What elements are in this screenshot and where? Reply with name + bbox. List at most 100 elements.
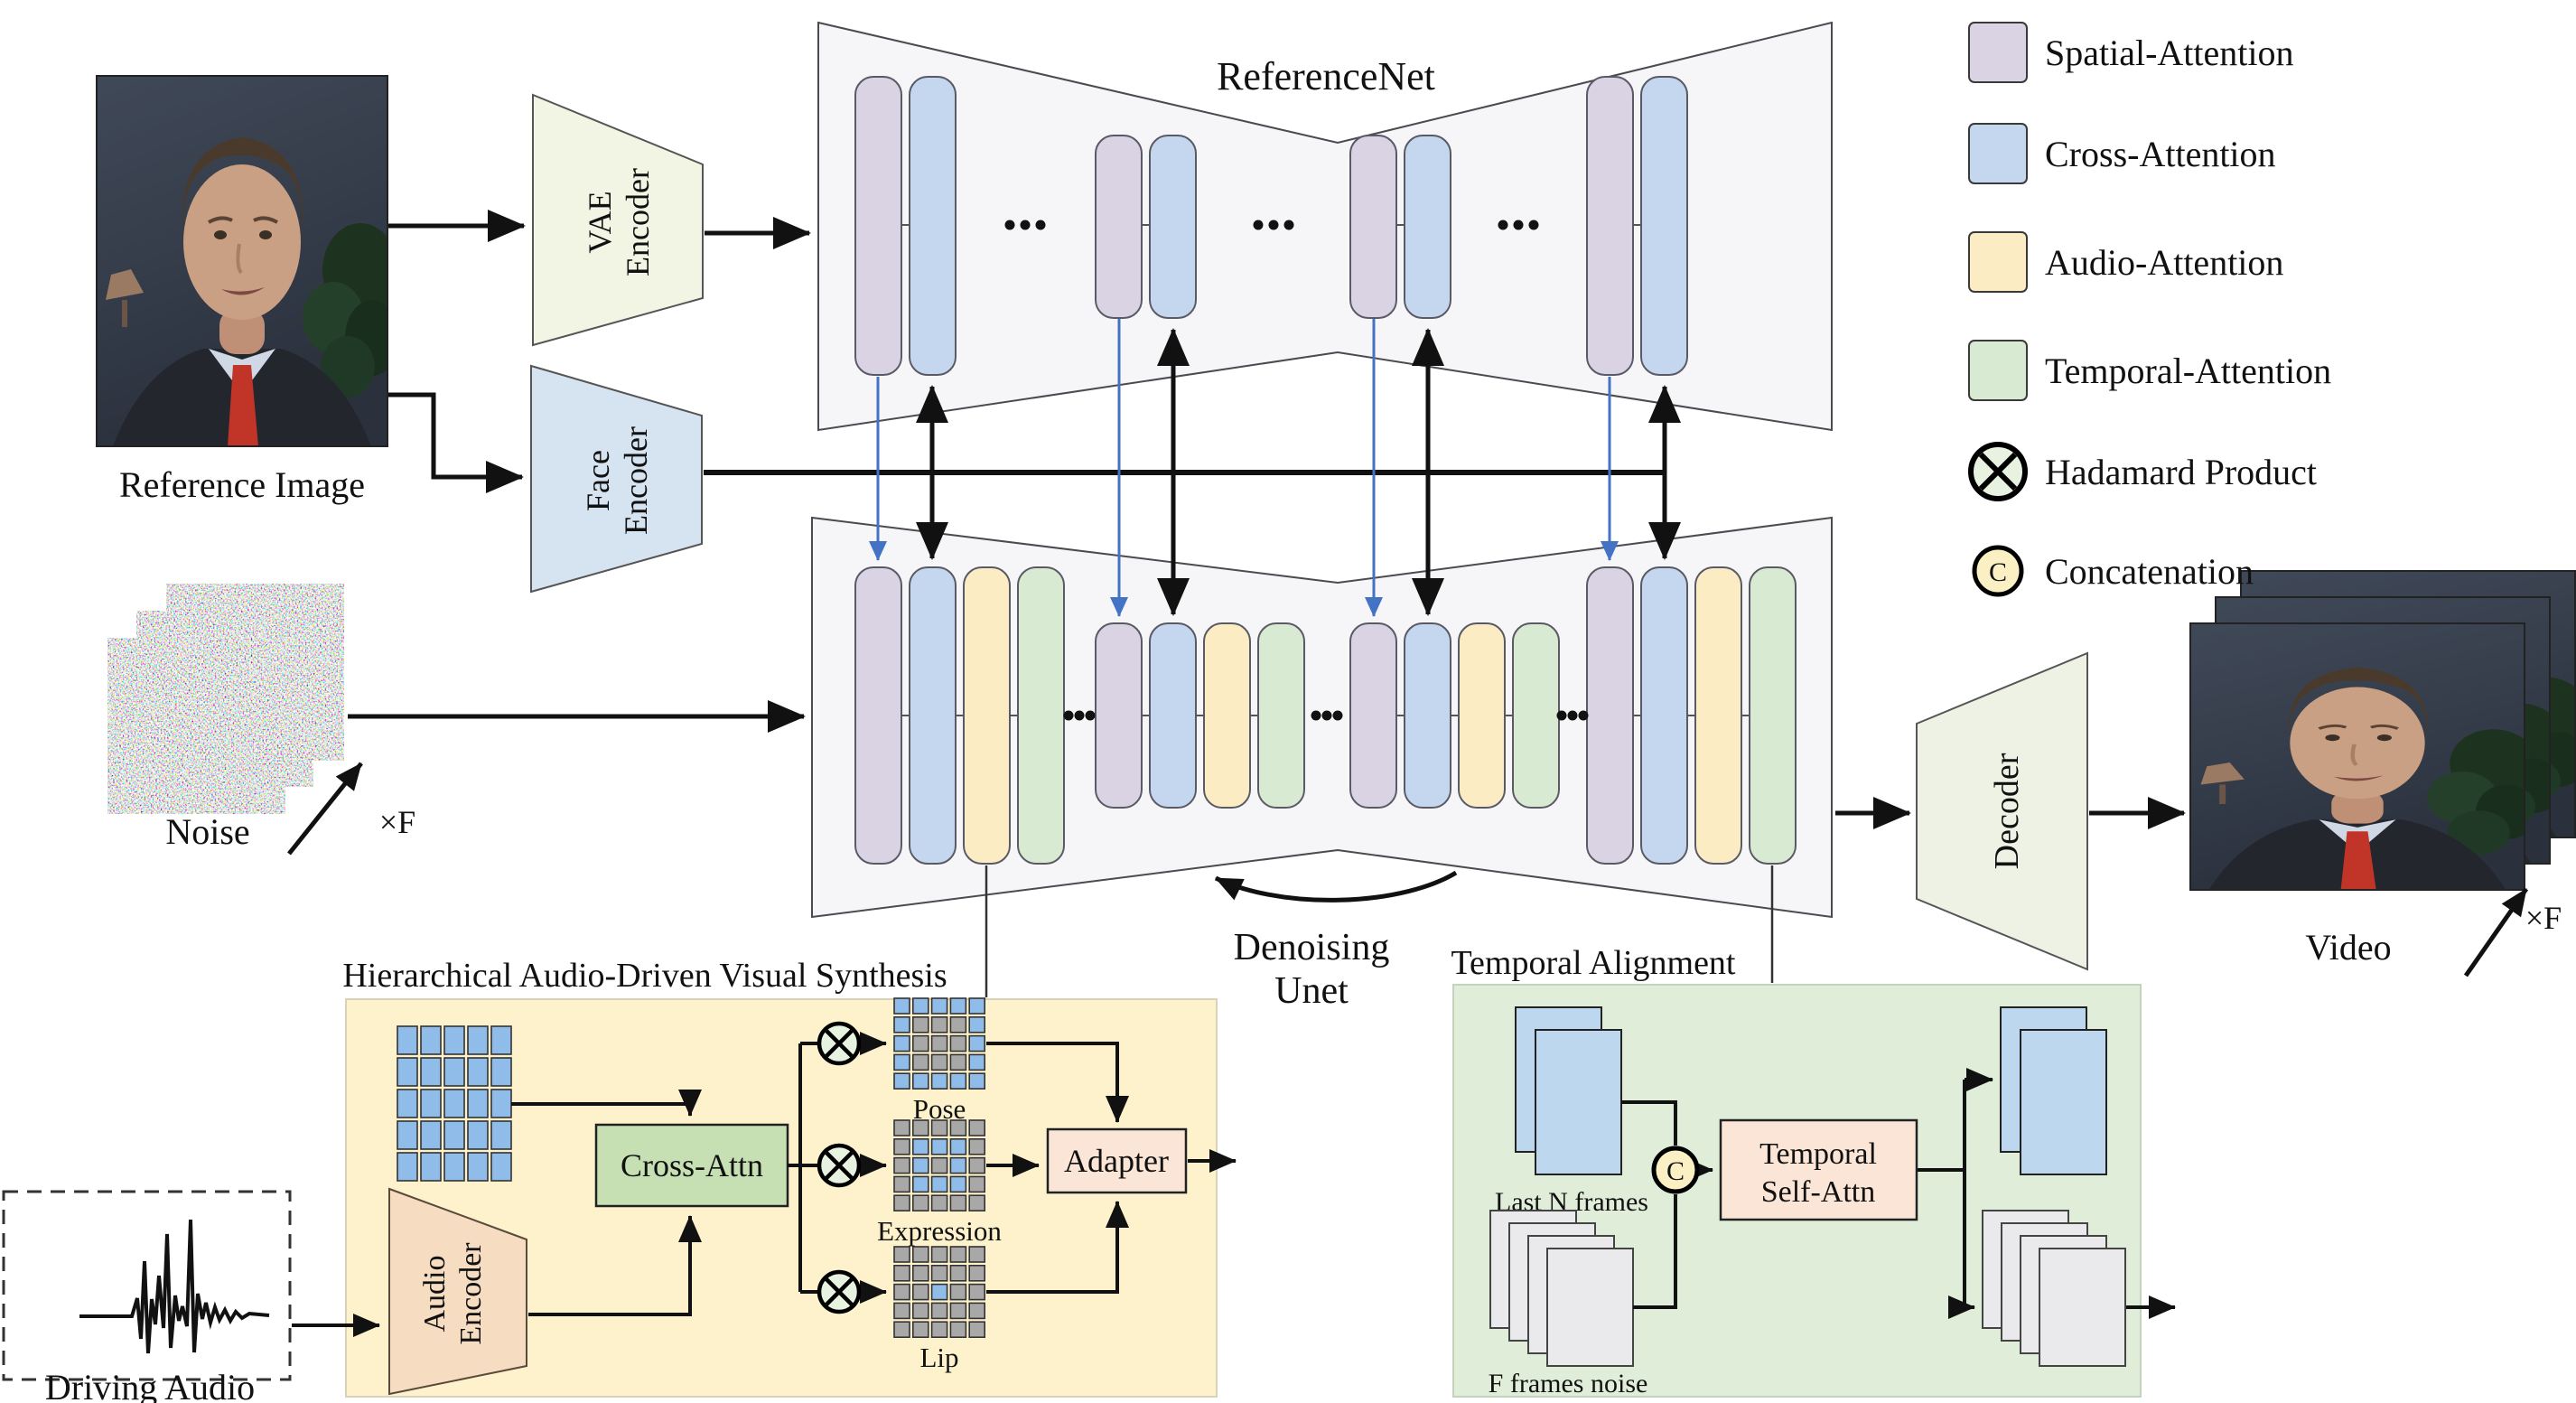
pose-grid [893,997,985,1090]
pose-cell [911,1016,929,1034]
expression-cell [930,1119,948,1136]
expression-cell [968,1175,985,1193]
svg-text:Encoder: Encoder [618,426,654,535]
pose-cell [911,1072,929,1090]
unet-cross-bar [909,566,957,865]
expression-cell [968,1119,985,1136]
temporal-gray-out-stack [1982,1210,2126,1367]
expression-cell [893,1194,910,1211]
legend-label-audio-attention: Audio-Attention [2045,242,2283,283]
hadamard-icon [817,1143,862,1188]
unet-temporal-bar [1257,622,1305,809]
unet-audio-bar [1203,622,1251,809]
refnet-ellipsis-dot [1004,220,1015,230]
encoder-to-crossattn-arrow [528,1215,702,1316]
unet-spatial-bar [854,566,902,865]
refnet-cross-bar [1404,135,1451,319]
expression-cell [911,1119,929,1136]
audio-feature-cell [467,1120,489,1150]
lip-cell [949,1265,967,1282]
refnet-spatial-bar [854,76,902,376]
pose-cell [893,1053,910,1071]
lip-cell [930,1246,948,1263]
audio-feature-cell [490,1089,512,1118]
denoising-unet-shape [811,516,1833,919]
lip-cell [893,1283,910,1301]
noise-caption: Noise [165,811,249,852]
audio-feature-cell [397,1025,418,1055]
svg-text:VAE: VAE [582,191,618,253]
lip-cell [893,1246,910,1263]
reference-image-caption: Reference Image [119,464,365,505]
synthesis-title: Hierarchical Audio-Driven Visual Synthes… [342,957,947,995]
legend-concat-icon [1972,545,2024,597]
audio-feature-cell [397,1089,418,1118]
decoder-label: Decoder [1988,753,2026,869]
audio-feature-cell [490,1057,512,1087]
pose-cell [968,1034,985,1052]
hadamard-icon [817,1269,862,1314]
pose-cell [930,1053,948,1071]
refnet-cross-bar [909,76,957,376]
lip-cell [911,1302,929,1320]
svg-text:Encoder: Encoder [620,168,656,276]
audio-feature-cell [420,1057,442,1087]
unet-temporal-bar [1017,566,1065,865]
audio-feature-cell [490,1152,512,1182]
lip-cell [968,1321,985,1338]
vae-encoder [532,93,704,347]
lip-cell [930,1265,948,1282]
expression-cell [911,1156,929,1174]
audio-feature-cell [420,1025,442,1055]
lip-cell [911,1246,929,1263]
legend-label-spatial-attention: Spatial-Attention [2045,33,2294,73]
legend-label-hadamard-product: Hadamard Product [2045,452,2317,492]
temporal-self-attn-box [1719,1118,1918,1221]
audio-encoder-label: Audio Encoder [418,1242,488,1345]
expression-cell [949,1175,967,1193]
refnet-ellipsis-dot [1513,220,1524,230]
unet-ellipsis-dot [1321,710,1332,721]
audio-feature-cell [490,1120,512,1150]
concat-icon: C [1651,1146,1700,1194]
denoising-loop-arrow [1214,870,1458,903]
legend-hadamard-x [1978,452,2018,491]
lip-cell [930,1283,948,1301]
noise-xf-arrow [287,762,363,856]
adapter-box [1046,1127,1188,1194]
unet-temporal-bar [1512,622,1560,809]
temporal-self-attn-label-2: Self-Attn [1761,1175,1876,1209]
lip-to-adapter-arrow [986,1201,1129,1294]
lip-grid [893,1246,985,1338]
audio-feature-cell [467,1089,489,1118]
expression-cell [949,1156,967,1174]
expression-cell [930,1156,948,1174]
audio-feature-cell [397,1057,418,1087]
lip-cell [949,1246,967,1263]
pose-cell [911,1034,929,1052]
unet-audio-bar [963,566,1011,865]
lip-cell [968,1265,985,1282]
legend-label-concatenation: Concatenation [2045,551,2254,592]
refnet-ellipsis-dot [1020,220,1031,230]
refnet-cross-bar [1640,76,1688,376]
legend: Spatial-AttentionCross-AttentionAudio-At… [1968,22,2331,597]
temporal-arrows [1621,1080,2176,1319]
lip-cell [911,1265,929,1282]
expression-cell [968,1156,985,1174]
unet-ellipsis-dot [1556,710,1567,721]
unet-ellipsis-dot [1074,710,1085,721]
refnet-spatial-bar [1586,76,1634,376]
audio-feature-cell [490,1025,512,1055]
pose-cell [949,1034,967,1052]
unet-ellipsis-dot [1063,710,1074,721]
lip-cell [949,1283,967,1301]
expression-cell [968,1138,985,1155]
unet-temporal-bar [1749,566,1797,865]
noise-xf-label: ×F [379,804,415,840]
unet-ellipsis-dot [1311,710,1321,721]
referencenet-shape [817,21,1833,432]
unet-cross-bar [1640,566,1688,865]
audio-feature-cell [420,1152,442,1182]
